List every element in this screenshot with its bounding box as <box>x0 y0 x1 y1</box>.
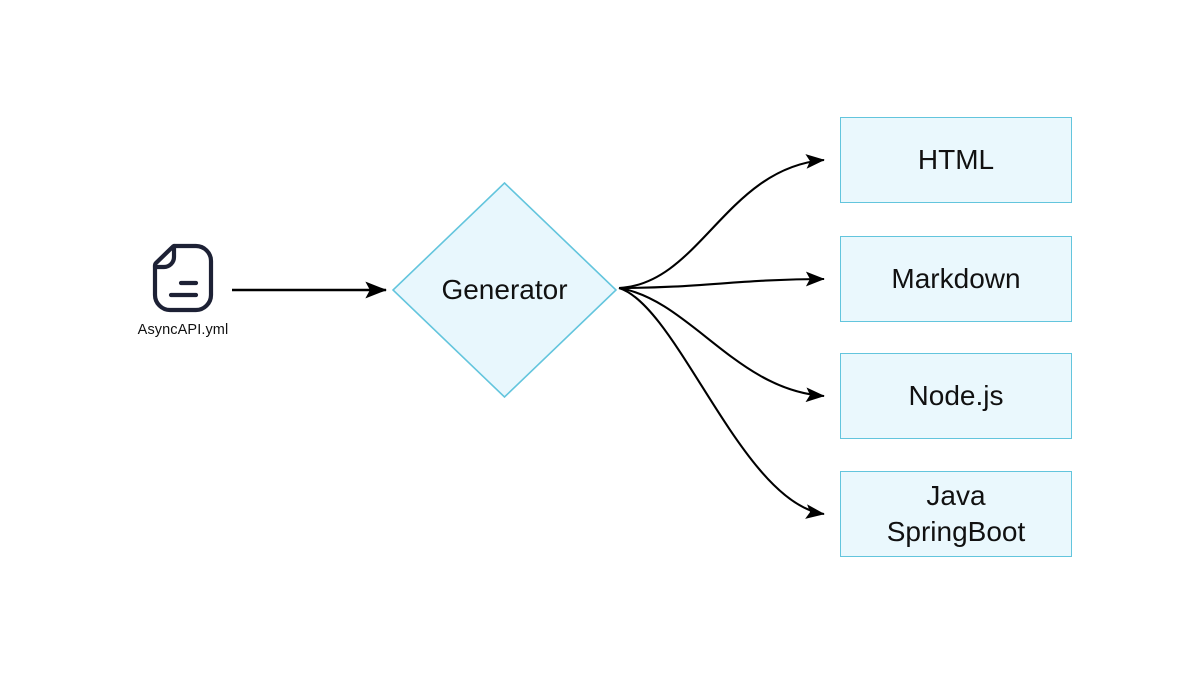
output-box-nodejs[interactable]: Node.js <box>840 353 1072 439</box>
edge-generator-to-markdown <box>618 271 825 290</box>
output-box-java-springboot[interactable]: Java SpringBoot <box>840 471 1072 557</box>
output-box-nodejs-label: Node.js <box>908 380 1004 411</box>
document-file-icon <box>152 243 214 313</box>
output-box-markdown[interactable]: Markdown <box>840 236 1072 322</box>
output-box-html-label: HTML <box>917 144 995 175</box>
source-node-asyncapi-file[interactable]: AsyncAPI.yml <box>113 243 253 353</box>
diamond-shape <box>392 182 617 398</box>
generator-node[interactable]: Generator <box>392 182 617 398</box>
edge-generator-to-java <box>618 286 825 519</box>
output-box-java-springboot-label: Java SpringBoot <box>886 480 1026 547</box>
output-box-html[interactable]: HTML <box>840 117 1072 203</box>
edge-generator-to-html <box>618 154 825 290</box>
edge-generator-to-nodejs <box>618 286 825 403</box>
source-node-label: AsyncAPI.yml <box>137 322 229 338</box>
generator-node-label: Generator <box>441 274 568 305</box>
output-box-markdown-label: Markdown <box>891 263 1021 294</box>
